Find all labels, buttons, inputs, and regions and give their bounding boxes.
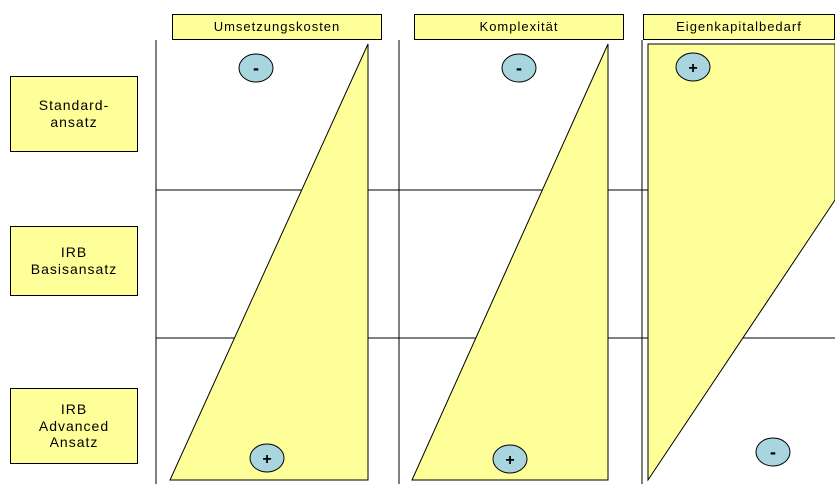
column-header-umsetzungskosten: Umsetzungskosten <box>172 14 382 40</box>
svg-text:-: - <box>253 58 259 78</box>
badge-umsetzungskosten-bottom: + <box>249 443 285 473</box>
column-header-eigenkapitalbedarf: Eigenkapitalbedarf <box>643 14 835 40</box>
svg-text:-: - <box>516 58 522 78</box>
column-header-komplexitaet: Komplexität <box>414 14 624 40</box>
badge-komplexitaet-top: - <box>501 53 537 83</box>
svg-text:+: + <box>688 60 697 77</box>
wedge-komplexitaet <box>411 43 609 481</box>
badge-eigenkapitalbedarf-bottom: - <box>755 437 791 467</box>
row-label-standardansatz: Standard- ansatz <box>10 76 138 152</box>
wedge-umsetzungskosten <box>169 43 369 481</box>
svg-text:+: + <box>505 452 514 469</box>
row-label-irb-basisansatz: IRB Basisansatz <box>10 226 138 296</box>
row-label-irb-advanced-ansatz: IRB Advanced Ansatz <box>10 388 138 464</box>
badge-eigenkapitalbedarf-top: + <box>675 52 711 82</box>
svg-text:-: - <box>770 442 776 462</box>
badge-umsetzungskosten-top: - <box>238 53 274 83</box>
wedge-eigenkapitalbedarf <box>647 43 835 482</box>
svg-text:+: + <box>262 451 271 468</box>
badge-komplexitaet-bottom: + <box>492 444 528 474</box>
